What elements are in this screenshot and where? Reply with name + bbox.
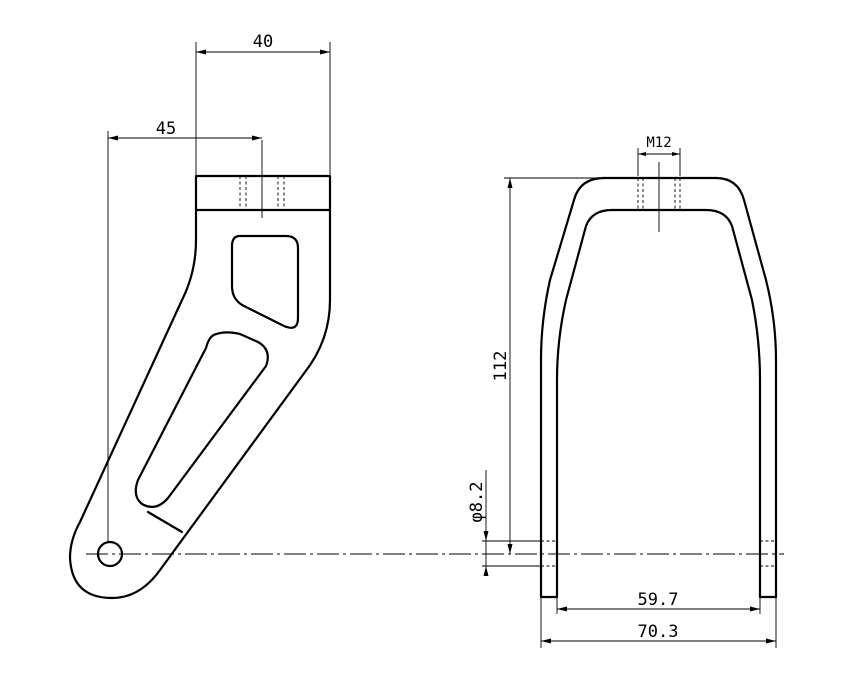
dimension-outer-width: 70.3 <box>540 597 777 648</box>
cross-holes-front <box>541 540 776 567</box>
dim-label-height: 112 <box>491 351 511 382</box>
dimension-height: 112 <box>491 177 604 554</box>
front-view <box>539 162 778 599</box>
dimension-hole-diameter: φ8.2 <box>467 470 541 576</box>
rib-edge <box>146 510 184 534</box>
side-view-outline <box>68 174 332 600</box>
dim-label-top-width: 40 <box>253 32 273 52</box>
dim-label-outer-width: 70.3 <box>638 622 679 642</box>
threaded-hole-side <box>239 140 285 218</box>
dim-label-hole-diameter: φ8.2 <box>467 482 487 523</box>
upper-window <box>230 234 300 329</box>
threaded-hole-front <box>637 162 681 232</box>
dim-label-hole-offset: 45 <box>156 119 176 139</box>
fork-inner <box>555 208 762 599</box>
dimension-top-width: 40 <box>195 32 331 176</box>
side-view <box>68 140 332 600</box>
dim-label-thread: M12 <box>646 135 671 151</box>
fork-outer <box>539 176 778 599</box>
lower-slot <box>134 331 269 509</box>
dimension-inner-width: 59.7 <box>556 590 761 614</box>
dim-label-inner-width: 59.7 <box>638 590 679 610</box>
dimension-hole-offset: 45 <box>107 119 262 542</box>
dimension-thread: M12 <box>637 135 681 176</box>
